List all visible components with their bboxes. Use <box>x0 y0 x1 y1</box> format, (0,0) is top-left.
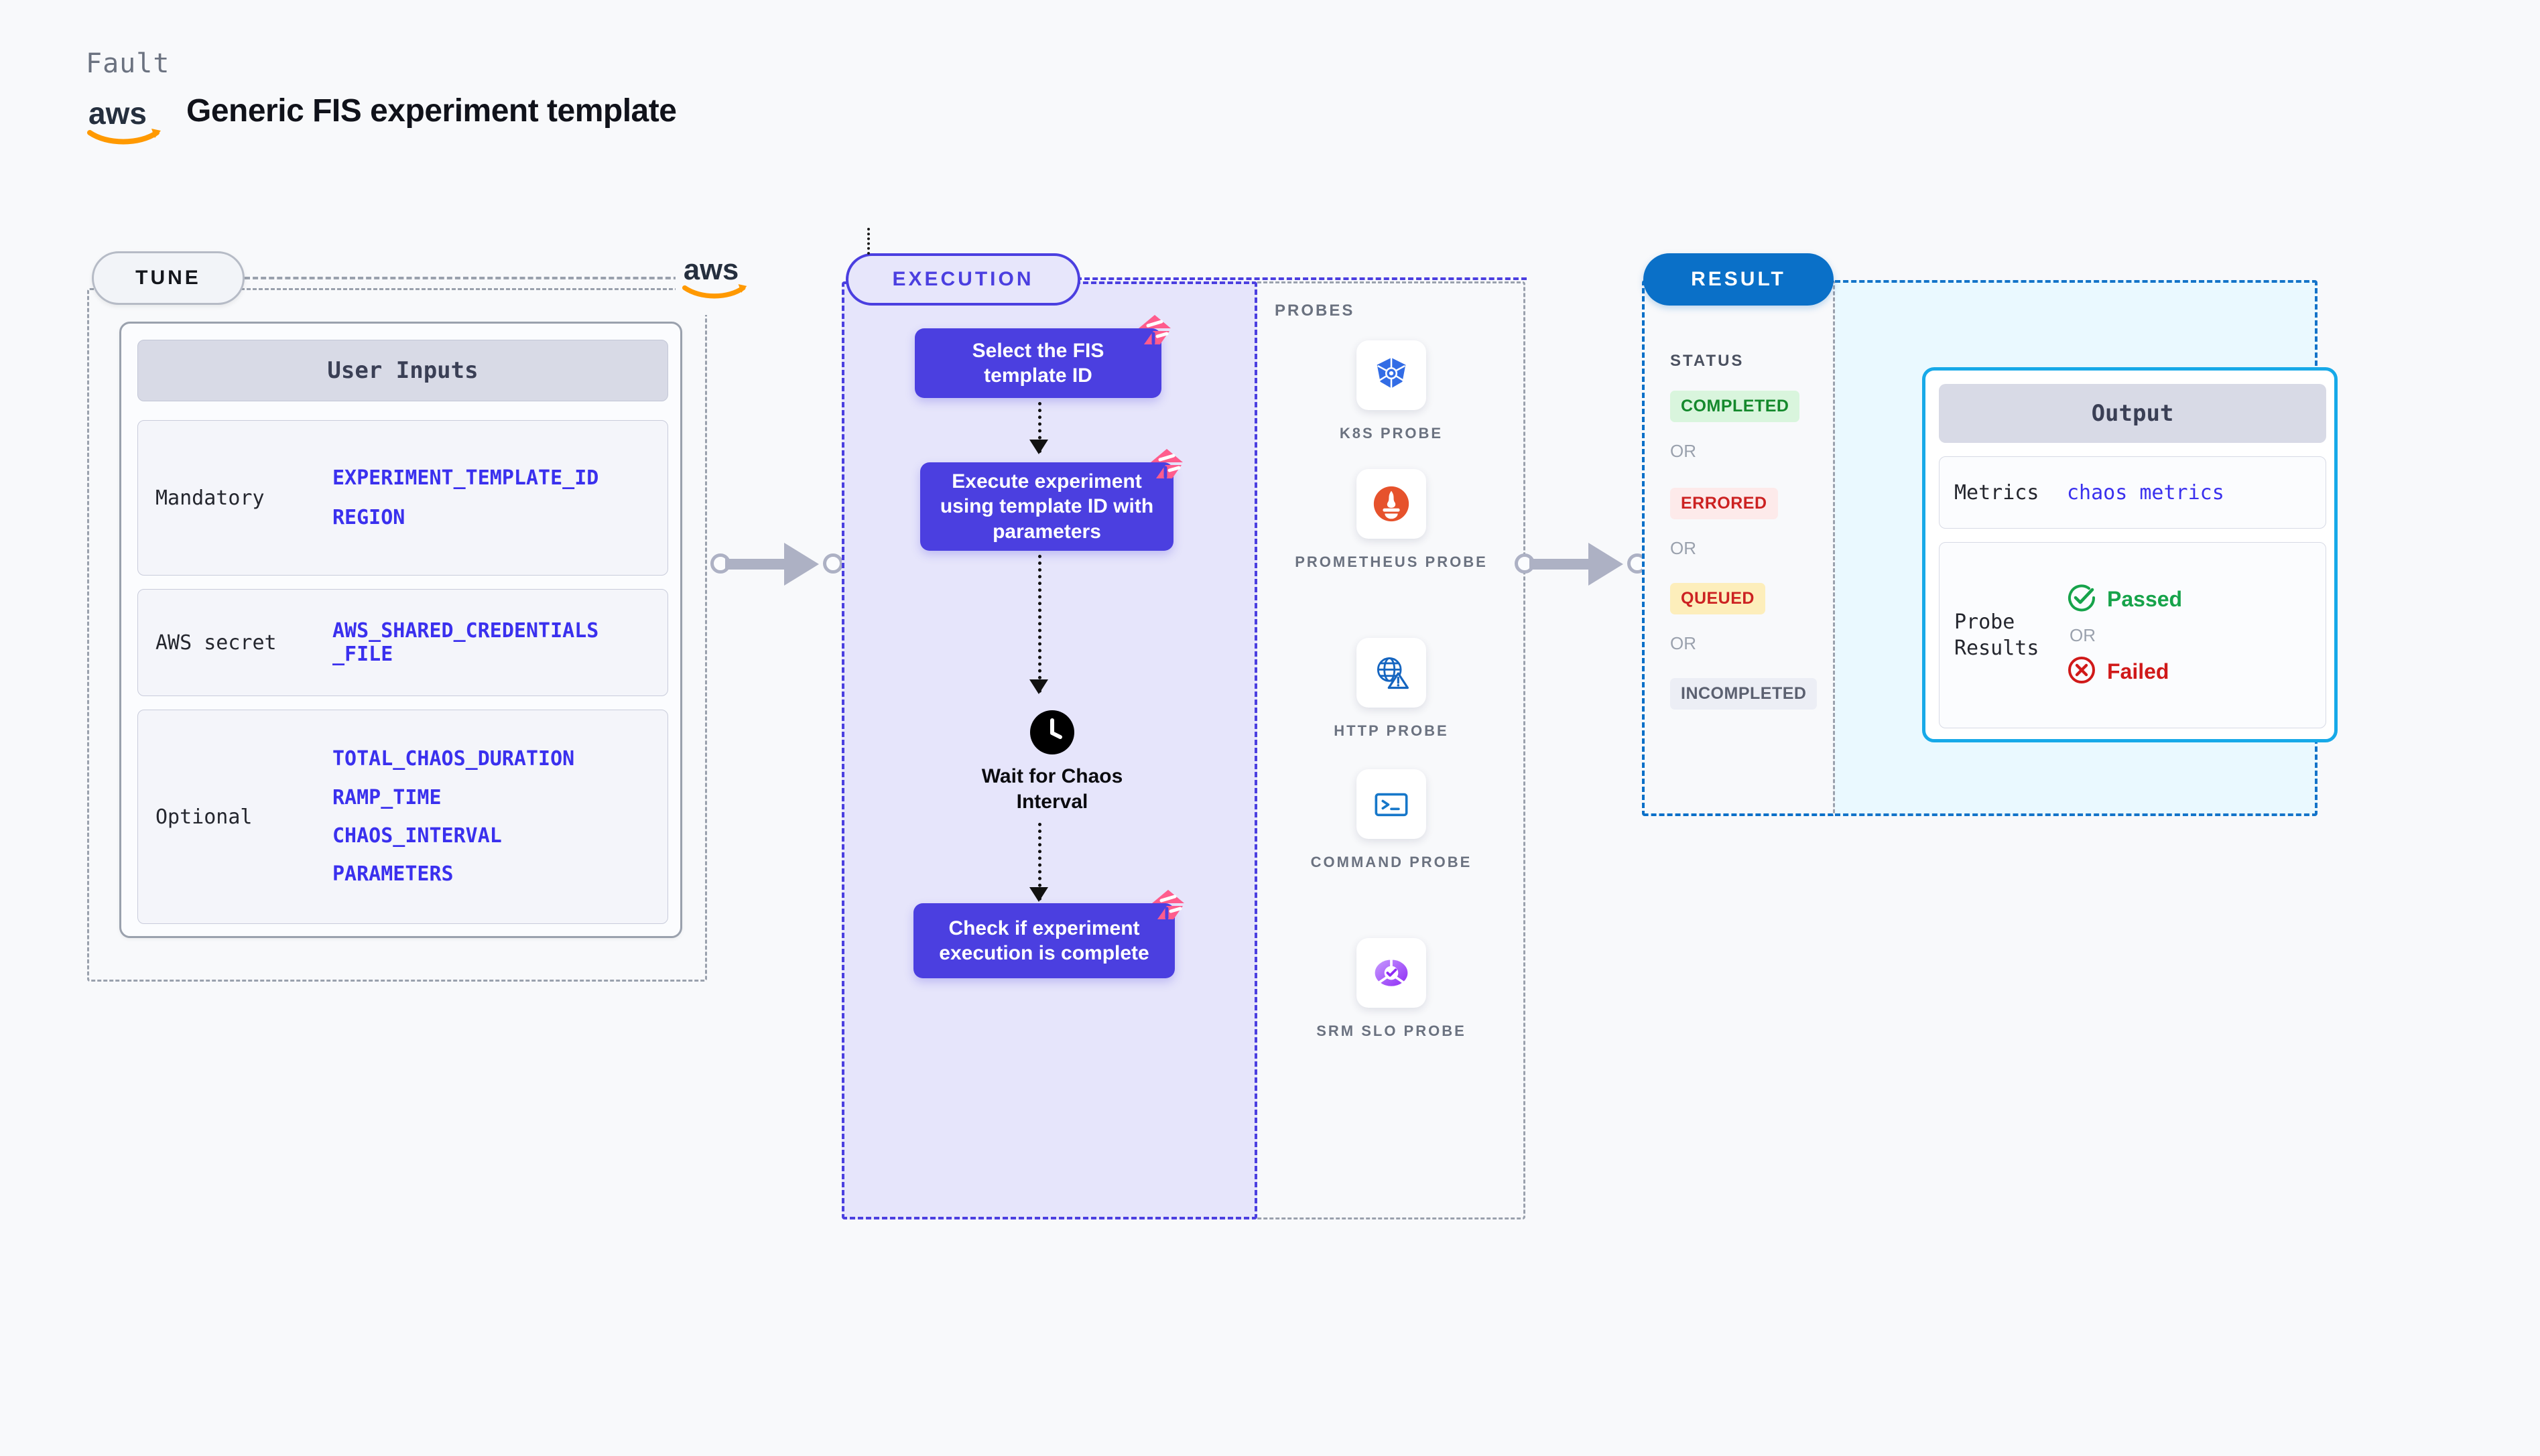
connector-dot <box>823 553 843 574</box>
terminal-icon <box>1356 769 1426 839</box>
kubernetes-icon <box>1356 340 1426 410</box>
status-badge-queued: QUEUED <box>1670 583 1765 614</box>
param-value: REGION <box>332 506 405 529</box>
status-badge-errored: ERRORED <box>1670 488 1778 519</box>
x-circle-icon <box>2067 655 2096 688</box>
prometheus-icon <box>1356 469 1426 539</box>
result-status-panel <box>1642 280 1835 816</box>
probe-label: SRM SLO PROBE <box>1316 1022 1466 1039</box>
execution-node-execute-experiment[interactable]: Execute experiment using template ID wit… <box>920 449 1183 551</box>
user-inputs-title: User Inputs <box>137 340 668 401</box>
aws-logo-icon: aws <box>87 94 168 147</box>
harness-badge-icon <box>1148 888 1186 922</box>
or-separator: OR <box>1670 441 1696 461</box>
metrics-label: Metrics <box>1954 480 2039 505</box>
param-value: TOTAL_CHAOS_DURATION <box>332 747 575 771</box>
param-value: AWS_SHARED_CREDENTIALS _FILE <box>332 618 599 666</box>
param-value: RAMP_TIME <box>332 785 442 809</box>
result-stage-pill[interactable]: RESULT <box>1643 253 1834 306</box>
param-group-label: AWS secret <box>155 631 277 655</box>
node-label: Select the FIS template ID <box>972 339 1104 387</box>
tune-stage-pill[interactable]: TUNE <box>92 251 245 305</box>
clock-icon <box>1030 710 1074 754</box>
probe-label: HTTP PROBE <box>1334 722 1449 739</box>
status-title: STATUS <box>1670 352 1744 370</box>
output-title: Output <box>1939 384 2326 443</box>
aws-badge-icon: aws <box>676 241 756 315</box>
srm-slo-icon <box>1356 938 1426 1008</box>
output-card: Output Metrics chaos metrics Probe Resul… <box>1922 367 2338 742</box>
execution-stage-pill[interactable]: EXECUTION <box>846 253 1080 306</box>
param-group-label: Mandatory <box>155 486 265 510</box>
tune-panel <box>87 288 707 982</box>
node-label: Execute experiment using template ID wit… <box>940 470 1154 543</box>
status-badge-completed: COMPLETED <box>1670 391 1800 422</box>
param-group-aws-secret: AWS secret AWS_SHARED_CREDENTIALS _FILE <box>137 589 668 696</box>
or-separator: OR <box>1670 538 1696 558</box>
connector-arrowhead <box>784 543 819 586</box>
probe-results-label: Probe Results <box>1954 610 2039 660</box>
status-badge-incompleted: INCOMPLETED <box>1670 678 1818 710</box>
check-circle-icon <box>2067 583 2096 616</box>
probe-label: K8S PROBE <box>1339 425 1444 442</box>
probe-item-prometheus[interactable]: PROMETHEUS PROBE <box>1257 469 1525 573</box>
probe-item-http[interactable]: HTTP PROBE <box>1257 638 1525 742</box>
failed-label: Failed <box>2107 659 2169 683</box>
probes-panel <box>1257 281 1525 1219</box>
svg-text:aws: aws <box>684 254 739 286</box>
page-title: Generic FIS experiment template <box>186 93 677 129</box>
param-value: EXPERIMENT_TEMPLATE_ID <box>332 466 599 490</box>
probe-item-command[interactable]: COMMAND PROBE <box>1257 769 1525 873</box>
param-value: PARAMETERS <box>332 862 454 886</box>
connector-tune-to-execution <box>710 543 844 586</box>
http-globe-warning-icon <box>1356 638 1426 708</box>
tune-divider <box>245 277 687 279</box>
param-group-optional: Optional TOTAL_CHAOS_DURATION RAMP_TIME … <box>137 710 668 924</box>
harness-badge-icon <box>1135 314 1172 347</box>
output-probe-results-row: Probe Results Passed OR <box>1939 542 2326 728</box>
execution-node-select-template[interactable]: Select the FIS template ID <box>915 315 1171 398</box>
probes-title: PROBES <box>1275 302 1355 320</box>
param-group-mandatory: Mandatory EXPERIMENT_TEMPLATE_ID REGION <box>137 420 668 576</box>
metrics-value: chaos metrics <box>2067 480 2224 505</box>
probe-item-k8s[interactable]: K8S PROBE <box>1257 340 1525 444</box>
execution-tick-mark <box>867 228 870 255</box>
user-inputs-card: User Inputs Mandatory EXPERIMENT_TEMPLAT… <box>119 322 682 938</box>
probe-item-srm-slo[interactable]: SRM SLO PROBE <box>1257 938 1525 1042</box>
execution-node-check-complete[interactable]: Check if experiment execution is complet… <box>913 890 1184 978</box>
passed-label: Passed <box>2107 586 2183 611</box>
probe-result-passed: Passed <box>2067 583 2182 616</box>
param-value: CHAOS_INTERVAL <box>332 824 502 848</box>
param-group-label: Optional <box>155 805 253 829</box>
or-separator: OR <box>2070 624 2096 645</box>
or-separator: OR <box>1670 633 1696 653</box>
probe-result-failed: Failed <box>2067 655 2182 688</box>
harness-badge-icon <box>1147 448 1184 481</box>
wait-step-label: Wait for Chaos Interval <box>981 765 1123 813</box>
svg-text:aws: aws <box>88 96 147 131</box>
output-metrics-row: Metrics chaos metrics <box>1939 456 2326 529</box>
probe-label: PROMETHEUS PROBE <box>1295 553 1488 570</box>
page-eyebrow: Fault <box>86 48 170 79</box>
probe-label: COMMAND PROBE <box>1310 854 1472 870</box>
node-label: Check if experiment execution is complet… <box>939 917 1149 965</box>
connector-arrowhead <box>1588 543 1623 586</box>
execution-divider <box>1076 277 1527 280</box>
connector-execution-to-result <box>1515 543 1649 586</box>
